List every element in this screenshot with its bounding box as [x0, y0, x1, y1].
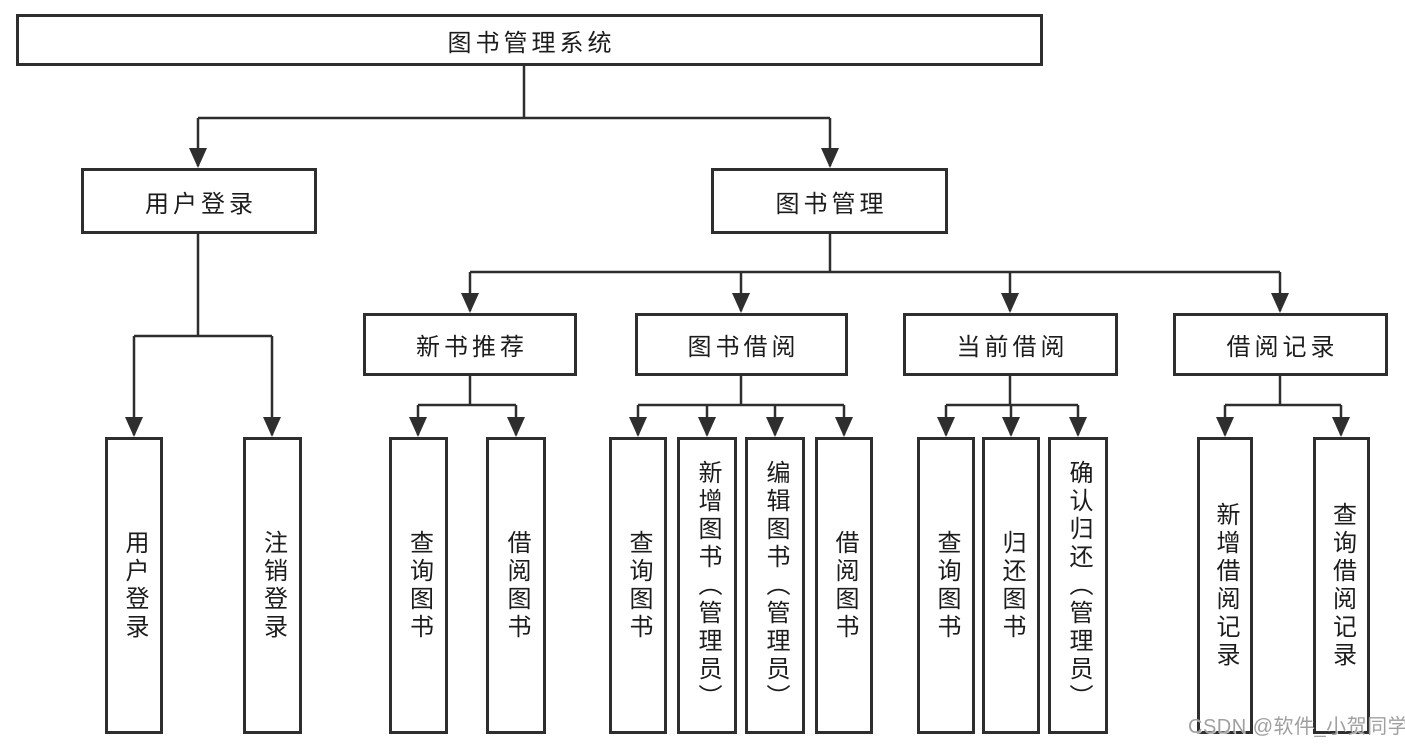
edges-book-borrow-children — [629, 376, 853, 437]
leaf-newbook-borrow: 借阅图书 — [486, 437, 546, 734]
node-current-borrow-label: 当前借阅 — [956, 334, 1069, 361]
leaf-logout-label: 注销登录 — [259, 529, 287, 642]
leaf-borrow-lend-label: 借阅图书 — [831, 529, 858, 642]
edges-user-login-children — [125, 234, 281, 437]
node-book-borrow: 图书借阅 — [635, 313, 848, 376]
node-root: 图书管理系统 — [16, 14, 1043, 66]
node-borrow-records-label: 借阅记录 — [1226, 334, 1339, 361]
edges-current-borrow-children — [937, 376, 1087, 437]
leaf-logout: 注销登录 — [243, 437, 302, 734]
edges-new-book-recommend-children — [409, 376, 525, 437]
leaf-current-query-label: 查询图书 — [933, 529, 960, 642]
leaf-current-return-label: 归还图书 — [998, 529, 1025, 642]
leaf-borrow-query: 查询图书 — [609, 437, 667, 734]
leaf-borrow-lend: 借阅图书 — [815, 437, 873, 734]
leaf-borrow-add: 新增图书（管理员） — [677, 437, 737, 734]
leaf-records-add-label: 新增借阅记录 — [1212, 501, 1239, 670]
leaf-current-confirm-label: 确认归还（管理员） — [1065, 459, 1092, 712]
node-current-borrow: 当前借阅 — [903, 313, 1118, 376]
node-book-management: 图书管理 — [711, 168, 948, 234]
leaf-user-login: 用户登录 — [105, 437, 163, 734]
edges-book-management-children — [461, 234, 1289, 313]
leaf-newbook-query: 查询图书 — [389, 437, 448, 734]
leaf-user-login-label: 用户登录 — [121, 529, 148, 642]
leaf-borrow-edit-label: 编辑图书（管理员） — [762, 459, 789, 712]
leaf-newbook-query-label: 查询图书 — [405, 529, 433, 642]
leaf-newbook-borrow-label: 借阅图书 — [503, 529, 530, 642]
node-user-login-label: 用户登录 — [145, 190, 257, 218]
node-book-borrow-label: 图书借阅 — [687, 334, 800, 361]
leaf-current-query: 查询图书 — [917, 437, 975, 734]
node-root-label: 图书管理系统 — [447, 29, 616, 57]
node-borrow-records: 借阅记录 — [1173, 313, 1388, 376]
leaf-current-return: 归还图书 — [982, 437, 1040, 734]
node-new-book-recommend: 新书推荐 — [363, 313, 577, 376]
leaf-records-query: 查询借阅记录 — [1313, 437, 1370, 734]
node-book-management-label: 图书管理 — [775, 190, 888, 218]
edges-borrow-records-children — [1216, 376, 1350, 437]
leaf-borrow-add-label: 新增图书（管理员） — [694, 459, 721, 712]
leaf-records-query-label: 查询借阅记录 — [1328, 501, 1356, 670]
node-user-login: 用户登录 — [81, 168, 317, 234]
node-new-book-recommend-label: 新书推荐 — [416, 334, 528, 361]
leaf-current-confirm: 确认归还（管理员） — [1048, 437, 1108, 734]
edges-root-to-level2 — [189, 66, 839, 168]
csdn-watermark: CSDN @软件_小贺同学 — [1188, 716, 1405, 738]
leaf-borrow-query-label: 查询图书 — [625, 529, 652, 642]
leaf-borrow-edit: 编辑图书（管理员） — [745, 437, 805, 734]
leaf-records-add: 新增借阅记录 — [1197, 437, 1253, 734]
